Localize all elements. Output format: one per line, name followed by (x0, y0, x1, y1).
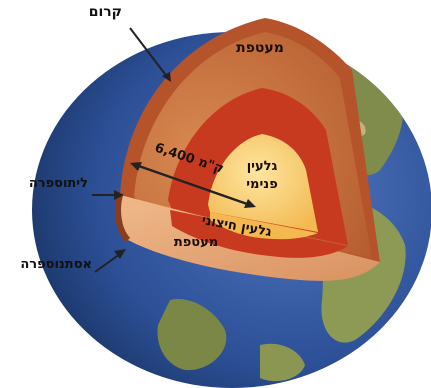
mantle-top-label: מעטפת (236, 40, 284, 56)
inner-core-label-line2: פנימי (246, 177, 278, 192)
asthenosphere-label: אסתנוספרה (20, 257, 92, 272)
crust-label: קרום (89, 4, 122, 20)
mantle-bottom-label: מעטפת (174, 235, 218, 250)
lithosphere-label: ליתוספרה (29, 176, 88, 191)
inner-core-label-line1: גלעין (247, 159, 278, 174)
